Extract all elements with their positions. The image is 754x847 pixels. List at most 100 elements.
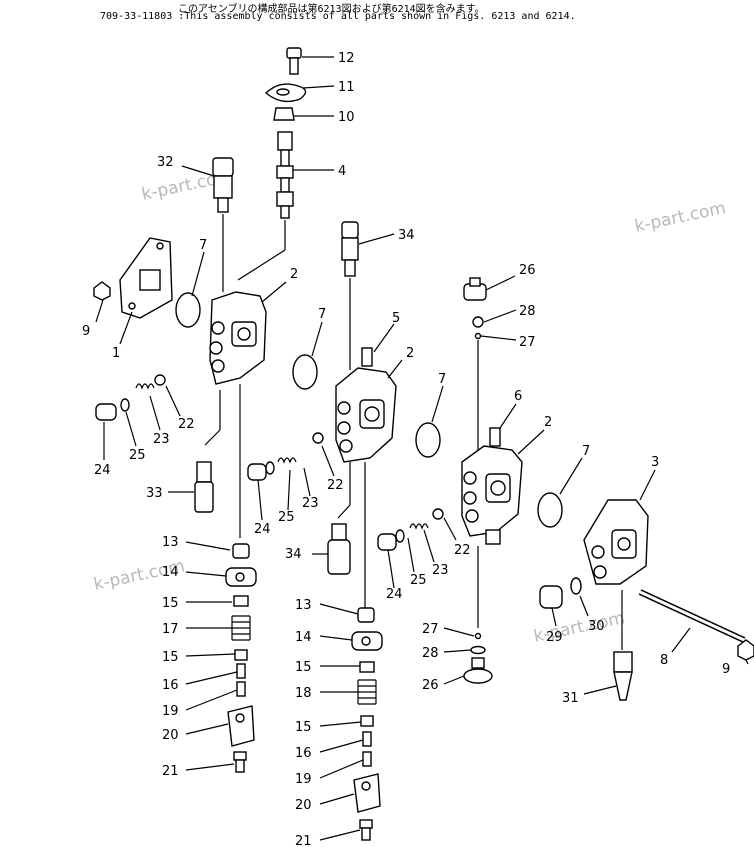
o-ring-part	[395, 529, 405, 543]
seal-part	[357, 607, 375, 623]
callout-label: 27	[422, 622, 439, 637]
callout-label: 26	[422, 678, 439, 693]
plug-part	[463, 657, 493, 684]
callout-label: 16	[295, 746, 312, 761]
flange-part	[264, 83, 307, 103]
callout-label: 24	[254, 522, 271, 537]
callout-label: 25	[278, 510, 295, 525]
o-ring-part	[570, 577, 582, 595]
callout-label: 18	[295, 686, 312, 701]
callout-label: 11	[338, 80, 355, 95]
callout-label: 7	[582, 444, 590, 459]
callout-label: 12	[338, 51, 355, 66]
washer-part	[233, 595, 249, 607]
callout-label: 7	[438, 372, 446, 387]
callout-label: 22	[178, 417, 195, 432]
callout-label: 24	[386, 587, 403, 602]
callout-label: 21	[295, 834, 312, 847]
bolt-part	[233, 751, 247, 773]
o-ring-part	[312, 432, 324, 444]
nut-part	[93, 281, 111, 301]
o-ring-part	[432, 508, 444, 520]
valve-part	[212, 157, 234, 213]
callout-label: 31	[562, 691, 579, 706]
callout-label: 28	[422, 646, 439, 661]
callout-label: 15	[162, 596, 179, 611]
pin-part	[236, 681, 246, 697]
callout-label: 28	[519, 304, 536, 319]
callout-label: 15	[295, 660, 312, 675]
callout-label: 23	[153, 432, 170, 447]
o-ring-part	[472, 316, 484, 328]
callout-label: 7	[318, 307, 326, 322]
spring-part	[409, 523, 429, 530]
callout-label: 13	[295, 598, 312, 613]
pin-part	[236, 663, 246, 679]
callout-label: 15	[295, 720, 312, 735]
pin-part	[362, 731, 372, 747]
pin-part	[362, 751, 372, 767]
callout-label: 9	[722, 662, 730, 677]
cover-part	[583, 499, 649, 585]
callout-label: 6	[514, 389, 522, 404]
o-ring-part	[292, 354, 318, 390]
callout-label: 19	[162, 704, 179, 719]
callout-label: 3	[651, 455, 659, 470]
callout-label: 16	[162, 678, 179, 693]
callout-label: 4	[338, 164, 346, 179]
page-header: このアセンブリの構成部品は第6213図および第6214図を含みます。 709-3…	[0, 0, 754, 24]
o-ring-part	[470, 645, 486, 655]
o-ring-part	[265, 461, 275, 475]
callout-label: 2	[544, 415, 552, 430]
callout-label: 34	[285, 547, 302, 562]
bolt-part	[286, 47, 302, 75]
flange-part	[225, 567, 257, 587]
callout-label: 20	[162, 728, 179, 743]
callout-label: 9	[82, 324, 90, 339]
callout-label: 21	[162, 764, 179, 779]
callout-label: 29	[546, 630, 563, 645]
callout-label: 33	[146, 486, 163, 501]
callout-label: 26	[519, 263, 536, 278]
spring-part	[357, 679, 377, 705]
callouts: 12 11 10 4 32 34 7 2 9 1 26 28 27 5 2 7 …	[82, 51, 730, 847]
valve-body-part	[461, 427, 523, 545]
callout-label: 25	[129, 448, 146, 463]
callout-label: 13	[162, 535, 179, 550]
callout-label: 15	[162, 650, 179, 665]
header-note-japanese: このアセンブリの構成部品は第6213図および第6214図を含みます。	[178, 4, 485, 15]
callout-label: 25	[410, 573, 427, 588]
watermark: k-part.com	[633, 198, 728, 237]
valve-part	[613, 651, 633, 701]
valve-body-part	[209, 291, 267, 385]
callout-label: 2	[290, 267, 298, 282]
seal-part	[273, 107, 295, 121]
callout-label: 5	[392, 311, 400, 326]
spring-part	[231, 615, 251, 641]
o-ring-part	[154, 374, 166, 386]
ring-part	[474, 332, 482, 340]
plug-part	[463, 277, 487, 301]
callout-label: 24	[94, 463, 111, 478]
o-ring-part	[120, 398, 130, 412]
washer-part	[234, 649, 248, 661]
tie-bolt-part	[638, 589, 746, 643]
leader-lines	[95, 56, 749, 841]
washer-part	[359, 661, 375, 673]
spool-part	[276, 131, 294, 219]
callout-label: 27	[519, 335, 536, 350]
callout-label: 32	[157, 155, 174, 170]
valve-body-part	[335, 347, 397, 463]
callout-label: 22	[454, 543, 471, 558]
plug-part	[95, 403, 117, 421]
callout-label: 8	[660, 653, 668, 668]
header-note-english: 709-33-11803 :This assembly consists of …	[100, 11, 576, 22]
nut-part	[737, 639, 754, 661]
callout-label: 10	[338, 110, 355, 125]
callout-label: 14	[162, 565, 179, 580]
end-cap-part	[353, 773, 381, 813]
plug-part	[539, 585, 563, 609]
washer-part	[360, 715, 374, 727]
callout-label: 17	[162, 622, 179, 637]
